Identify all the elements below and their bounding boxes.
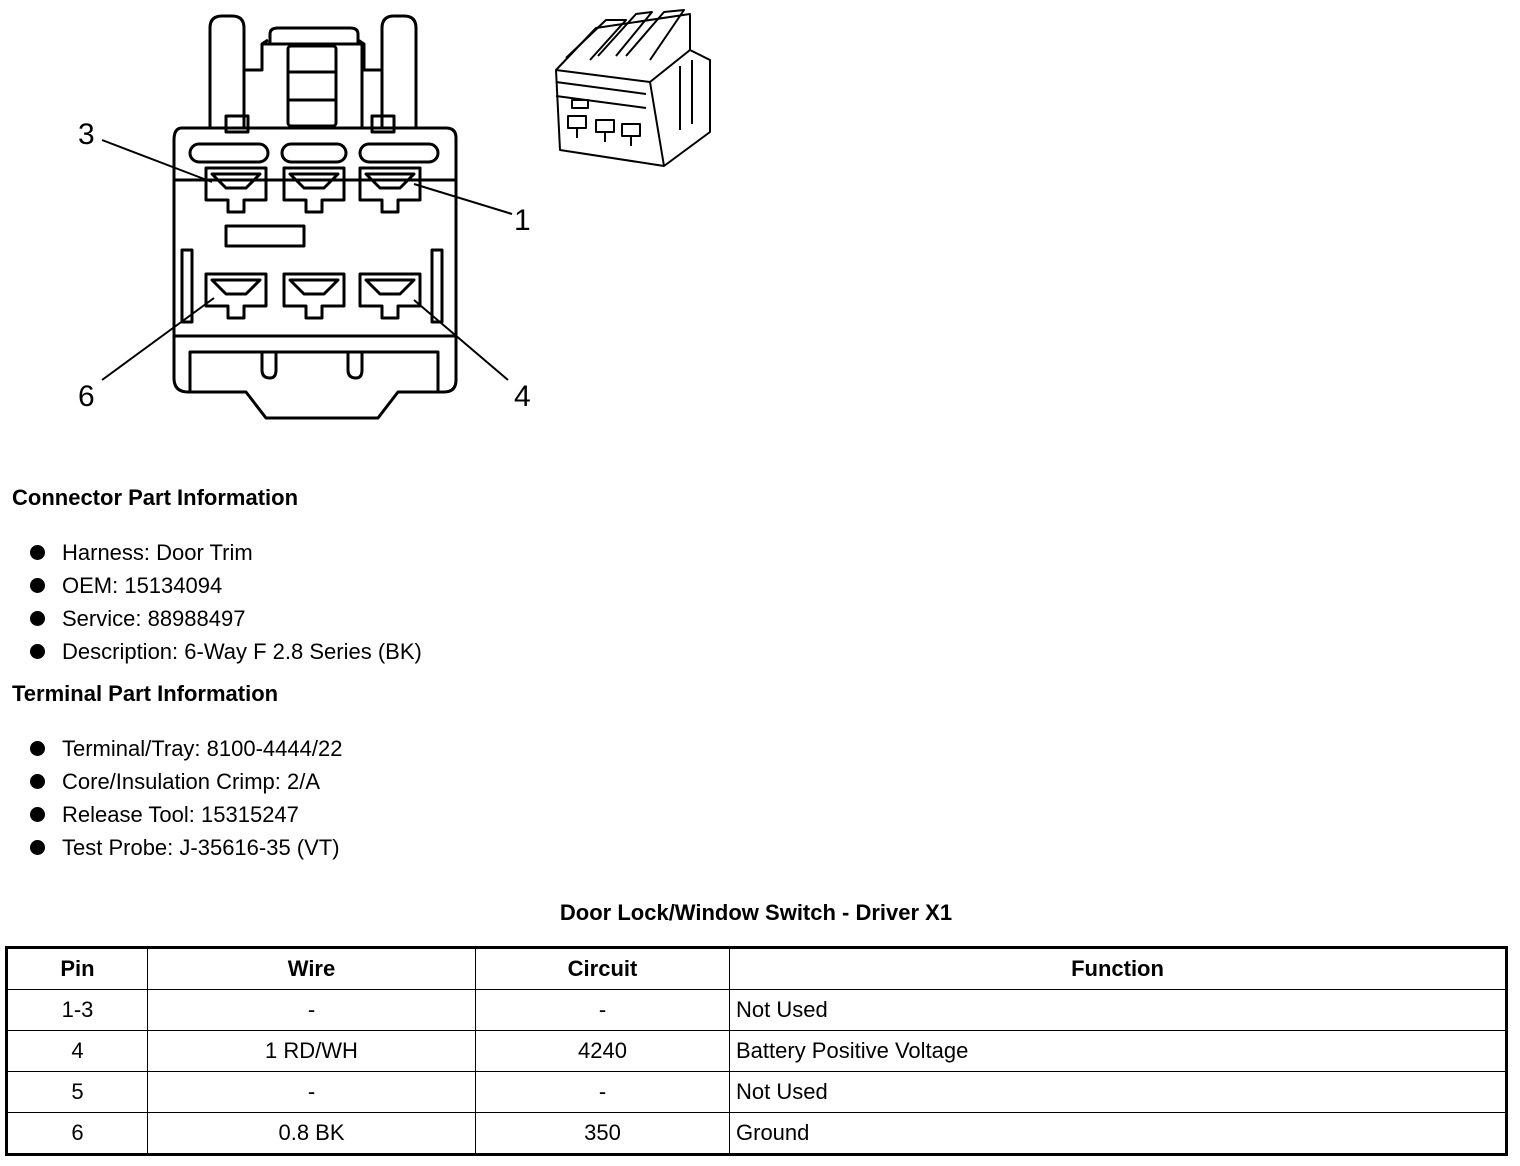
header-circuit: Circuit xyxy=(475,947,730,990)
table-row: 6 0.8 BK 350 Ground xyxy=(6,1112,1507,1155)
table-title: Door Lock/Window Switch - Driver X1 xyxy=(559,900,953,925)
list-item: Test Probe: J-35616-35 (VT) xyxy=(28,831,342,864)
cell-function: Not Used xyxy=(729,989,1507,1031)
cell-wire: 1 RD/WH xyxy=(147,1030,476,1072)
pin-label-3: 3 xyxy=(78,118,95,151)
table-row: 4 1 RD/WH 4240 Battery Positive Voltage xyxy=(6,1030,1507,1072)
bullet-icon xyxy=(30,578,45,593)
list-item: Terminal/Tray: 8100-4444/22 xyxy=(28,732,342,765)
list-item: Release Tool: 15315247 xyxy=(28,798,342,831)
list-item: Core/Insulation Crimp: 2/A xyxy=(28,765,342,798)
bullet-icon xyxy=(30,644,45,659)
pin-label-4: 4 xyxy=(514,380,531,413)
table-row: 5 - - Not Used xyxy=(6,1071,1507,1113)
cell-circuit: - xyxy=(475,989,730,1031)
list-item: OEM: 15134094 xyxy=(28,569,422,602)
cell-function: Ground xyxy=(729,1112,1507,1155)
connector-diagram: 3 1 6 4 xyxy=(78,9,711,420)
cell-circuit: 350 xyxy=(475,1112,730,1155)
header-pin: Pin xyxy=(6,947,148,990)
cell-pin: 4 xyxy=(6,1030,148,1072)
bullet-icon xyxy=(30,611,45,626)
list-item: Description: 6-Way F 2.8 Series (BK) xyxy=(28,635,422,668)
list-item: Service: 88988497 xyxy=(28,602,422,635)
cell-wire: 0.8 BK xyxy=(147,1112,476,1155)
bullet-icon xyxy=(30,840,45,855)
cell-function: Not Used xyxy=(729,1071,1507,1113)
terminal-info-title: Terminal Part Information xyxy=(12,681,279,706)
pinout-table: Pin Wire Circuit Function 1-3 - - Not Us… xyxy=(5,946,1508,1156)
cell-pin: 6 xyxy=(6,1112,148,1155)
cell-circuit: 4240 xyxy=(475,1030,730,1072)
terminal-info-list: Terminal/Tray: 8100-4444/22 Core/Insulat… xyxy=(28,732,342,864)
bullet-icon xyxy=(30,774,45,789)
header-function: Function xyxy=(729,947,1507,990)
bullet-icon xyxy=(30,741,45,756)
table-header-row: Pin Wire Circuit Function xyxy=(6,947,1507,990)
cell-pin: 5 xyxy=(6,1071,148,1113)
connector-info-list: Harness: Door Trim OEM: 15134094 Service… xyxy=(28,536,422,668)
cell-wire: - xyxy=(147,1071,476,1113)
connector-info-title: Connector Part Information xyxy=(12,485,299,510)
pin-label-1: 1 xyxy=(514,204,531,237)
bullet-icon xyxy=(30,545,45,560)
cell-circuit: - xyxy=(475,1071,730,1113)
cell-function: Battery Positive Voltage xyxy=(729,1030,1507,1072)
pin-label-6: 6 xyxy=(78,380,95,413)
header-wire: Wire xyxy=(147,947,476,990)
bullet-icon xyxy=(30,807,45,822)
cell-pin: 1-3 xyxy=(6,989,148,1031)
table-row: 1-3 - - Not Used xyxy=(6,989,1507,1031)
list-item: Harness: Door Trim xyxy=(28,536,422,569)
cell-wire: - xyxy=(147,989,476,1031)
